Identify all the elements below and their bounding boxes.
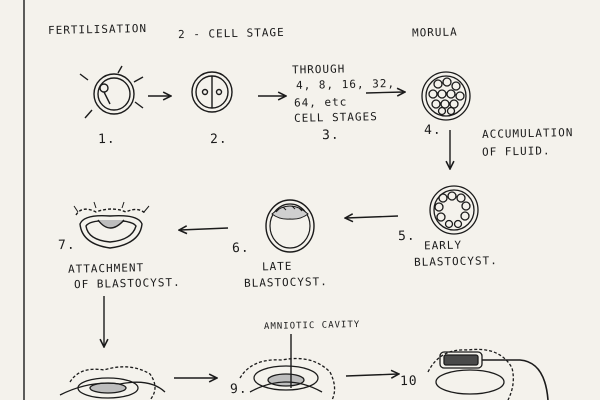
early-blastocyst-drawing bbox=[429, 185, 479, 235]
arrow-3-to-4 bbox=[365, 92, 404, 93]
morula-heading: MORULA bbox=[411, 25, 458, 40]
two-cell-stage-heading: 2 - CELL STAGE bbox=[177, 25, 285, 42]
implantation-drawing-8 bbox=[59, 366, 166, 400]
arrow-9-to-10 bbox=[345, 374, 398, 376]
amniotic-cavity-label: AMNIOTIC CAVITY bbox=[263, 319, 361, 333]
through-line-2: 4, 8, 16, 32, bbox=[295, 76, 396, 93]
fertilisation-heading: FERTILISATION bbox=[47, 21, 148, 38]
through-line-1: THROUGH bbox=[291, 62, 346, 77]
late-blastocyst-line-2: BLASTOCYST. bbox=[243, 275, 328, 290]
fertilised-ovum-drawing bbox=[79, 65, 144, 119]
amniotic-cavity-drawing bbox=[239, 334, 336, 400]
attachment-caption-line-2: OF BLASTOCYST. bbox=[73, 275, 181, 292]
step-number-5: 5. bbox=[397, 228, 416, 245]
step-number-6: 6. bbox=[231, 240, 250, 257]
early-blastocyst-line-1: EARLY bbox=[423, 238, 463, 253]
through-line-3: 64, etc bbox=[293, 95, 348, 110]
step-number-3: 3. bbox=[321, 127, 340, 144]
step-number-1: 1. bbox=[97, 131, 116, 148]
step-number-4: 4. bbox=[423, 122, 442, 139]
implantation-drawing-10 bbox=[427, 348, 549, 400]
step-number-10: 10 bbox=[399, 373, 418, 390]
flow-arrows bbox=[104, 92, 450, 378]
morula-drawing bbox=[421, 71, 471, 121]
late-blastocyst-line-1: LATE bbox=[261, 259, 293, 274]
arrow-5-to-6 bbox=[346, 216, 399, 218]
step-number-2: 2. bbox=[209, 131, 228, 148]
step-number-7: 7. bbox=[57, 237, 76, 254]
early-blastocyst-line-2: BLASTOCYST. bbox=[413, 254, 498, 269]
attachment-caption-line-1: ATTACHMENT bbox=[67, 261, 145, 276]
step-number-9: 9. bbox=[229, 381, 248, 398]
arrow-6-to-7 bbox=[180, 228, 229, 230]
two-cell-drawing bbox=[191, 71, 233, 113]
fluid-caption-line-2: OF FLUID. bbox=[481, 144, 551, 159]
through-line-4: CELL STAGES bbox=[293, 110, 378, 125]
attachment-drawing bbox=[73, 201, 150, 249]
late-blastocyst-drawing bbox=[265, 199, 315, 253]
fluid-caption-line-1: ACCUMULATION bbox=[481, 126, 574, 141]
